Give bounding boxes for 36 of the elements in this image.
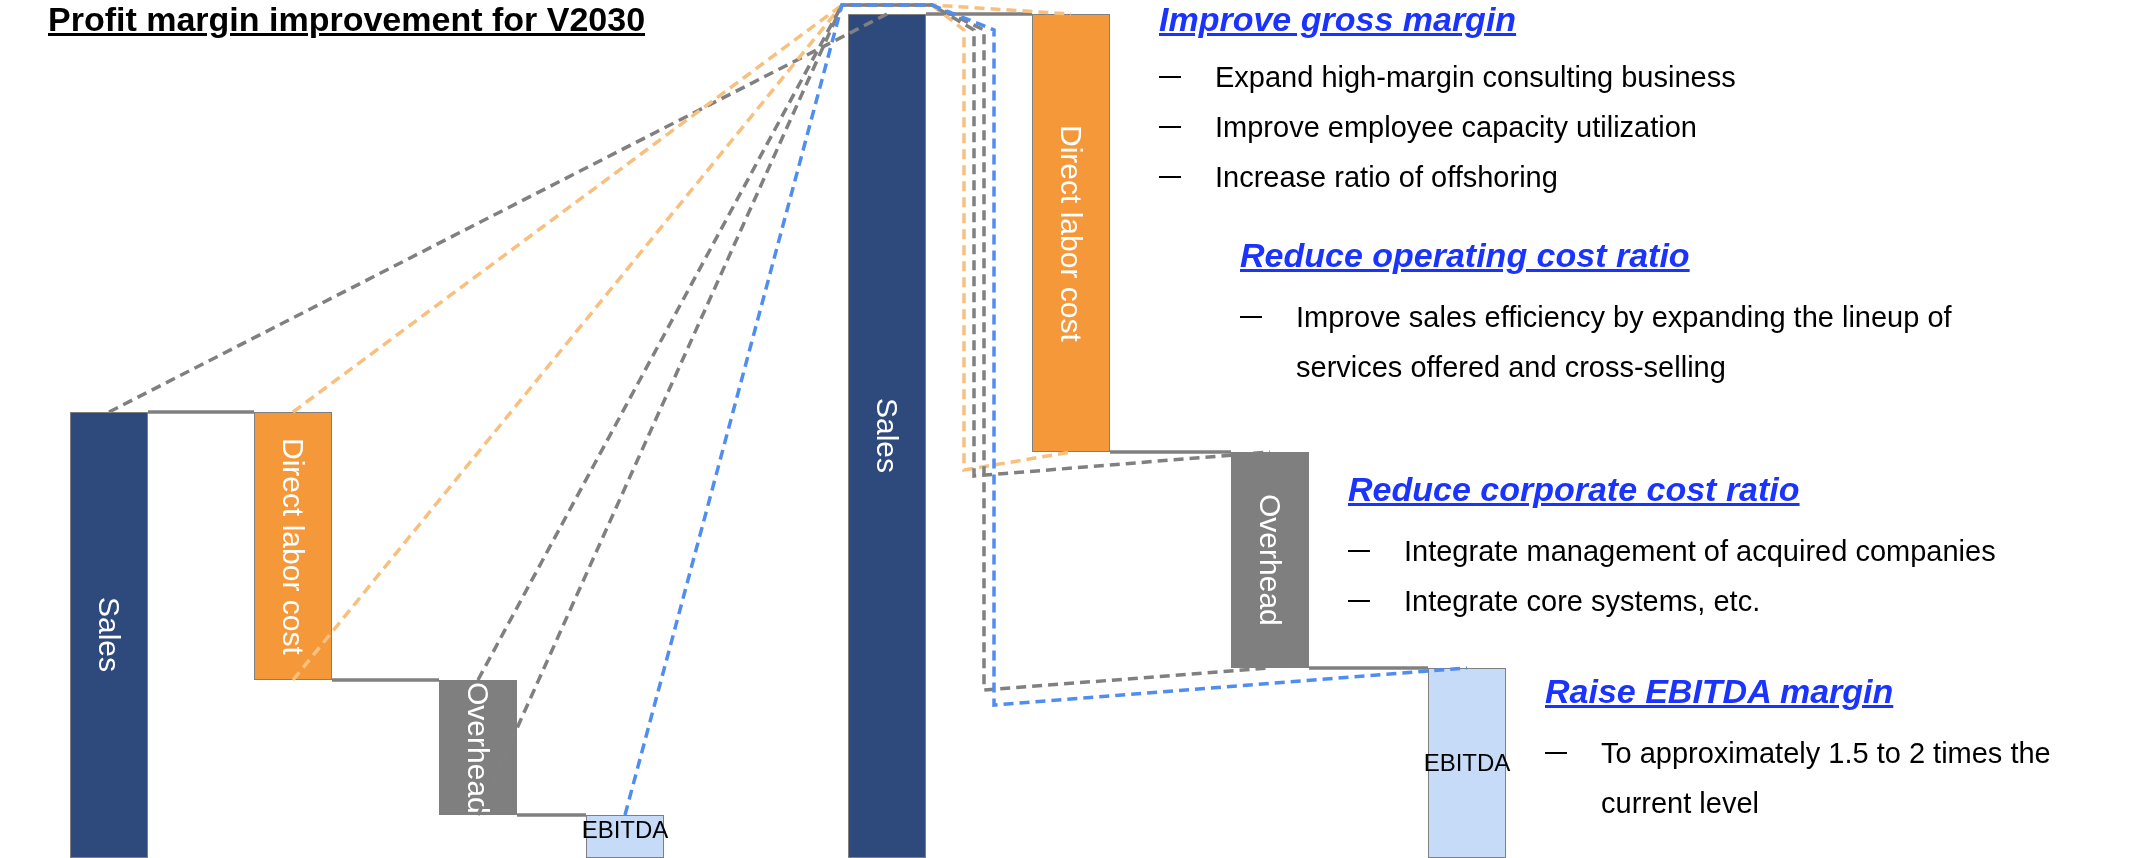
chart-title: Profit margin improvement for V2030 <box>48 0 646 39</box>
bar-label: Sales <box>93 597 125 673</box>
step-line <box>926 12 1032 16</box>
step-line <box>332 678 439 682</box>
dashed-connector <box>476 3 1271 681</box>
section-heading: Raise EBITDA margin <box>1545 672 1894 711</box>
step-line <box>1309 666 1428 670</box>
waterfall-bar <box>848 14 926 858</box>
section-heading: Reduce corporate cost ratio <box>1348 470 1800 509</box>
bar-label: EBITDA <box>581 816 669 844</box>
bar-label: Overhead <box>462 681 494 814</box>
bar-label: Sales <box>871 398 903 474</box>
bullet-text: Improve employee capacity utilization <box>1215 110 1698 145</box>
bar-label: EBITDA <box>1423 749 1511 777</box>
step-line <box>1110 450 1231 454</box>
waterfall-bar <box>70 412 148 858</box>
bar-label: Direct labor cost <box>277 437 309 655</box>
bullet-text: Increase ratio of offshoring <box>1215 160 1559 195</box>
bullet-text: Expand high-margin consulting business <box>1215 60 1737 95</box>
waterfall-bar <box>1231 452 1309 668</box>
bullet-text: Integrate management of acquired companies <box>1404 534 1997 569</box>
bar-label: Direct labor cost <box>1055 124 1087 342</box>
waterfall-bar <box>1032 14 1110 452</box>
dashed-connector <box>623 3 1468 816</box>
step-line <box>517 813 586 817</box>
bar-label: Overhead <box>1254 494 1286 626</box>
dashed-connector <box>108 12 888 414</box>
step-line <box>148 410 254 414</box>
bullet-text: To approximately 1.5 to 2 times the current level <box>1601 736 2052 821</box>
waterfall-bar <box>439 680 517 815</box>
bullet-text: Integrate core systems, etc. <box>1404 584 1762 619</box>
dashed-connector <box>291 3 1072 414</box>
section-heading: Improve gross margin <box>1159 0 1517 39</box>
waterfall-bar <box>254 412 332 680</box>
bullet-text: Improve sales efficiency by expanding the lineup of services offered and cross-selling <box>1296 300 1953 385</box>
section-heading: Reduce operating cost ratio <box>1240 236 1690 275</box>
